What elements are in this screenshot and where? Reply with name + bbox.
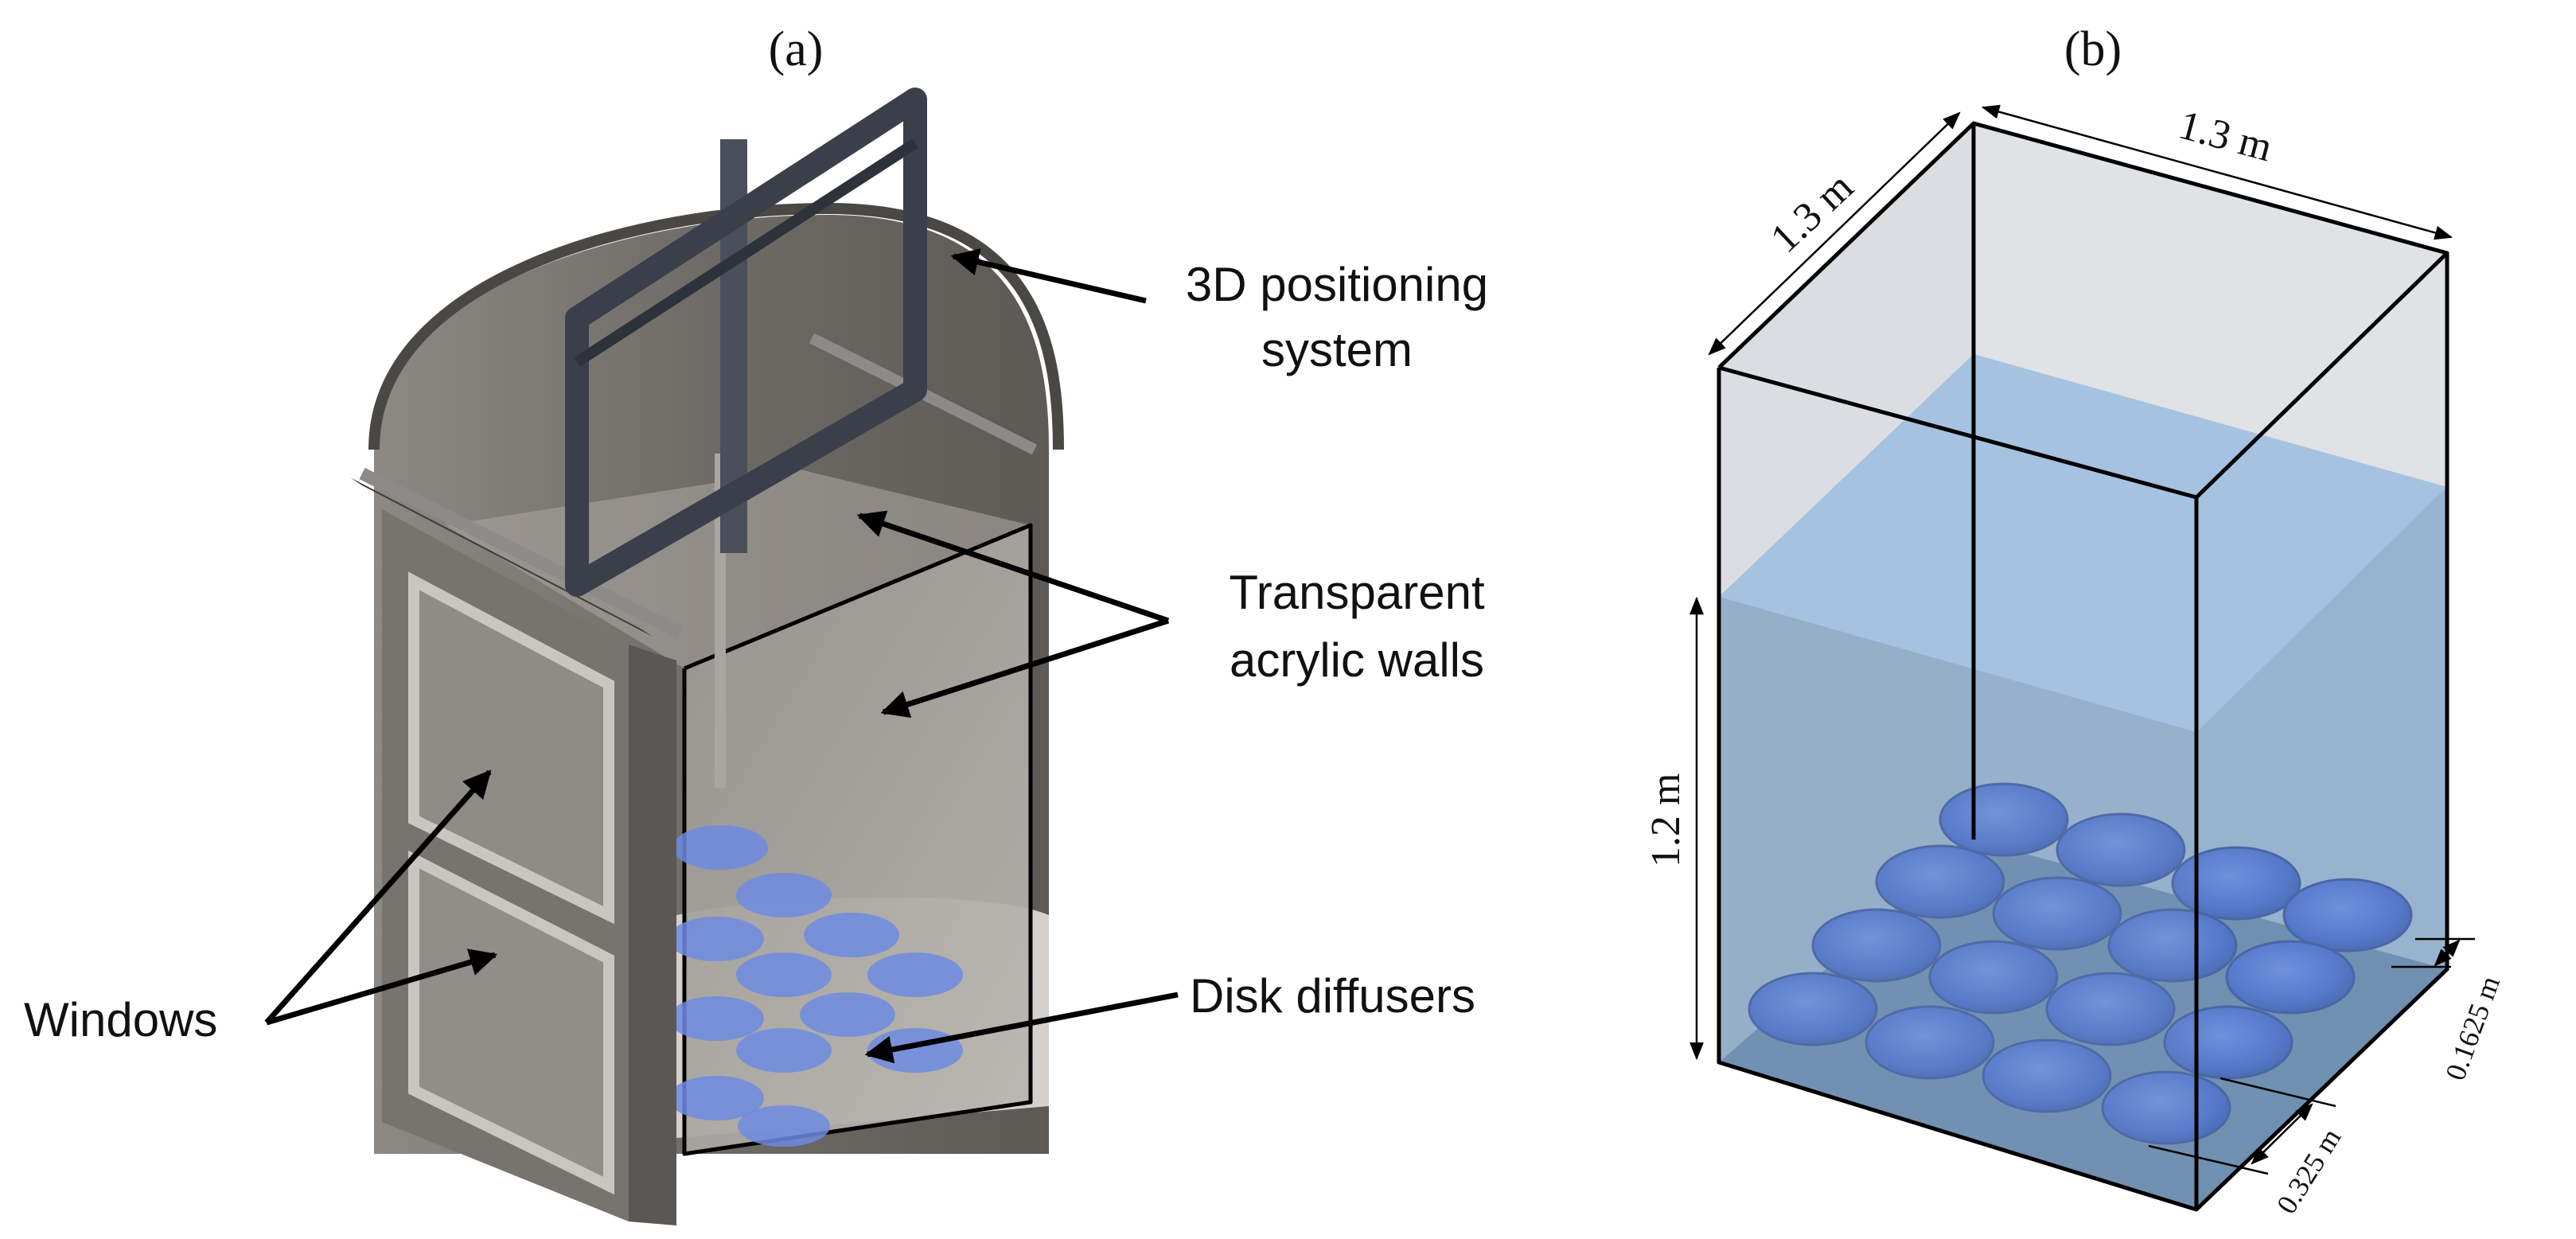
panel-a: (a): [24, 22, 1488, 1225]
arrow-diffusers: [864, 992, 1179, 1064]
callout-diffusers: Disk diffusers: [864, 969, 1475, 1064]
dimline-pitch: [2251, 1103, 2313, 1165]
diffuser-disk: [2045, 972, 2176, 1046]
box-outline: [1717, 121, 2449, 1212]
dimline-depth: [1708, 111, 1961, 356]
arrow-windows-lower: [266, 949, 498, 1026]
acrylic-edges: [682, 523, 1033, 1156]
panel-a-label: (a): [769, 22, 824, 76]
arrow-walls-bottom: [880, 618, 1170, 719]
tank-disk: [736, 873, 832, 918]
dimline-width: [1981, 104, 2453, 240]
label-walls-line2: acrylic walls: [1230, 633, 1484, 687]
tank-front-edge: [629, 645, 676, 1225]
tank-disk: [738, 1105, 830, 1147]
label-disk-pitch: 0.325 m: [2270, 1123, 2347, 1219]
acrylic-wall-right: [684, 525, 1031, 1154]
diffuser-disk: [1992, 876, 2122, 951]
diffuser-disk: [2107, 908, 2238, 983]
dimension-water-height: 1.2 m: [1643, 596, 1704, 1061]
positioning-frame: [565, 88, 927, 597]
diffuser-disk: [2282, 878, 2413, 953]
callout-windows: Windows: [24, 770, 498, 1046]
label-positioning-line1: 3D positioning: [1186, 258, 1488, 311]
tank-rim: [368, 202, 1064, 450]
diffuser-disk: [2225, 940, 2356, 1015]
tank-disk: [867, 953, 963, 997]
frame-crossbar: [574, 138, 918, 367]
panel-b-label: (b): [2064, 22, 2122, 76]
arrow-positioning: [950, 248, 1147, 304]
label-windows: Windows: [24, 993, 217, 1046]
tank-disk: [800, 992, 895, 1037]
diffuser-disk: [1865, 1005, 1995, 1080]
tank-disk: [804, 913, 899, 957]
panel-b: (b): [1643, 22, 2506, 1219]
arrow-windows-upper: [264, 770, 492, 1025]
label-disk-gap: 0.1625 m: [2439, 972, 2506, 1084]
dimline-pitch-ext1: [2219, 1077, 2336, 1108]
label-positioning-line2: system: [1261, 323, 1413, 376]
tank-disk: [736, 1028, 832, 1073]
diffuser-disk: [1982, 1038, 2112, 1113]
callout-positioning: 3D positioning system: [950, 248, 1488, 376]
tank-disk: [668, 917, 764, 961]
domain-box: [1717, 121, 2449, 1212]
arrow-walls-top: [856, 510, 1170, 624]
window-upper: [408, 571, 614, 925]
diffuser-disk: [1811, 908, 1942, 983]
water-surface: [1719, 354, 2447, 732]
tank-disk: [668, 1076, 764, 1120]
tank-disk: [672, 825, 768, 870]
dimline-pitch-ext2: [2148, 1144, 2269, 1175]
tank-illustration: [350, 88, 1064, 1225]
tank-disk: [668, 996, 764, 1041]
rail-bar: [359, 467, 684, 639]
front-rail: [350, 477, 653, 637]
label-walls-line1: Transparent: [1229, 566, 1485, 619]
label-diffusers: Disk diffusers: [1190, 969, 1475, 1023]
dimline-gap: [2434, 939, 2461, 967]
diffuser-disk: [1875, 844, 2005, 919]
tank-disk: [736, 953, 832, 997]
label-width: 1.3 m: [2174, 103, 2277, 171]
label-water-height: 1.2 m: [1643, 773, 1689, 867]
diffuser-disk: [2056, 812, 2186, 887]
diffuser-disk: [1748, 972, 1878, 1046]
window-lower: [408, 850, 614, 1195]
callout-walls: Transparent acrylic walls: [856, 510, 1485, 719]
diffuser-disk: [2171, 846, 2301, 921]
water-front: [1719, 597, 2196, 1210]
diffuser-disk: [1928, 940, 2059, 1015]
